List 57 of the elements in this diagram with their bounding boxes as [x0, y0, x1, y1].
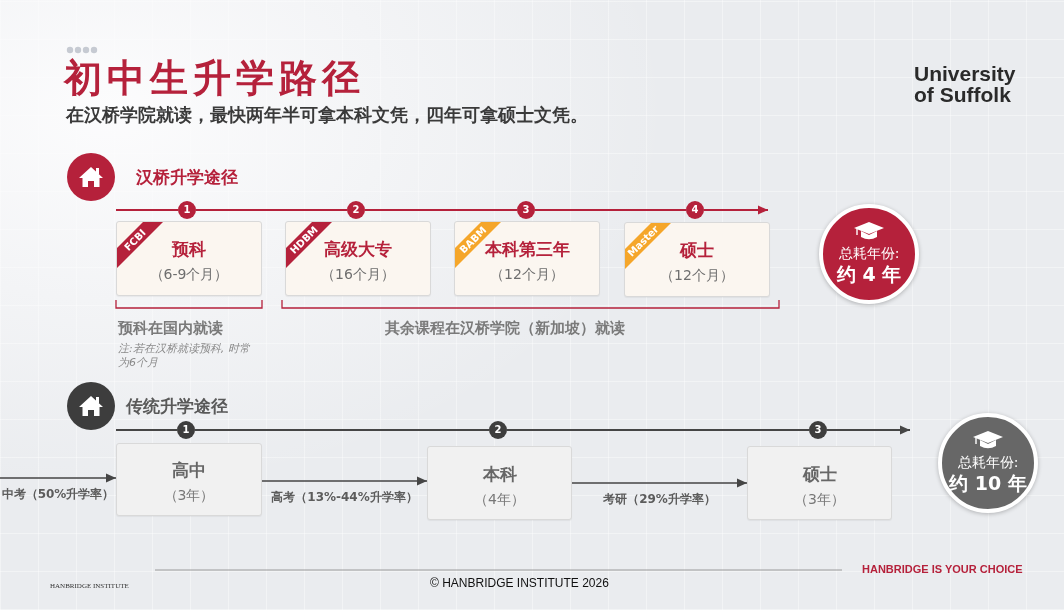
timeline-line	[535, 208, 686, 212]
step-number-circle: 3	[809, 421, 827, 439]
stage-card	[747, 446, 892, 520]
step-number-circle: 4	[686, 201, 704, 219]
step-number-circle: 1	[178, 201, 196, 219]
timeline-line	[196, 208, 347, 212]
stage-card	[454, 221, 600, 296]
footnote: 注:若在汉桥就读预科, 时常为6个月	[118, 342, 251, 370]
stage-title: 硕士	[802, 462, 837, 485]
stage-title: 硕士	[680, 239, 714, 261]
stage-duration: （12个月）	[490, 265, 564, 283]
slogan-text: HANBRIDGE IS YOUR CHOICE	[862, 563, 1023, 576]
step-number-circle: 2	[347, 201, 365, 219]
slide-title: 初中生升学路径	[64, 56, 365, 100]
timeline-line	[365, 208, 517, 212]
timeline-line	[116, 428, 177, 432]
total-value: 约 4 年	[836, 262, 902, 286]
stage-card	[427, 446, 572, 520]
step-number-circle: 3	[517, 201, 535, 219]
stage-title: 高中	[172, 459, 206, 481]
timeline-line	[507, 428, 809, 432]
stage-title: 预科	[172, 238, 206, 260]
location-note: 其余课程在汉桥学院（新加坡）就读	[385, 319, 625, 338]
edge-label: 考研（29%升学率）	[603, 491, 716, 507]
section-heading: 汉桥升学途径	[136, 166, 238, 188]
copyright-text: © HANBRIDGE INSTITUTE 2026	[430, 576, 609, 590]
stage-duration: （16个月）	[321, 265, 395, 283]
stage-card	[116, 221, 262, 296]
total-years-circle	[819, 204, 919, 304]
subtitle: 在汉桥学院就读，最快两年半可拿本科文凭，四年可拿硕士文凭。	[66, 104, 588, 126]
stage-duration: （6-9个月）	[149, 265, 229, 283]
edge-label: 高考（13%-44%升学率）	[271, 489, 418, 505]
timeline-arrow	[827, 425, 910, 435]
stage-duration: （12个月）	[660, 266, 734, 284]
total-value: 约 10 年	[949, 471, 1027, 495]
stage-card	[624, 222, 770, 297]
stage-duration: （4年）	[474, 489, 525, 508]
location-note: 预科在国内就读	[118, 319, 223, 338]
section-heading: 传统升学途径	[126, 395, 228, 417]
stage-duration: （3年）	[794, 489, 845, 508]
timeline-line	[116, 208, 178, 212]
total-label: 总耗年份:	[838, 244, 900, 262]
stage-card	[285, 221, 431, 296]
timeline-line	[195, 428, 489, 432]
stage-title: 本科	[482, 462, 517, 485]
timeline-arrow	[704, 205, 768, 215]
arrow	[0, 473, 117, 483]
arrow	[571, 478, 748, 488]
step-number-circle: 1	[177, 421, 195, 439]
step-number-circle: 2	[489, 421, 507, 439]
edge-label: 中考（50%升学率）	[1, 486, 115, 502]
stage-card	[116, 443, 262, 516]
total-label: 总耗年份:	[957, 453, 1019, 471]
total-years-circle	[938, 413, 1038, 513]
university-name: University of Suffolk	[914, 63, 1017, 105]
arrow	[261, 476, 428, 486]
stage-duration: （3年）	[163, 486, 215, 504]
